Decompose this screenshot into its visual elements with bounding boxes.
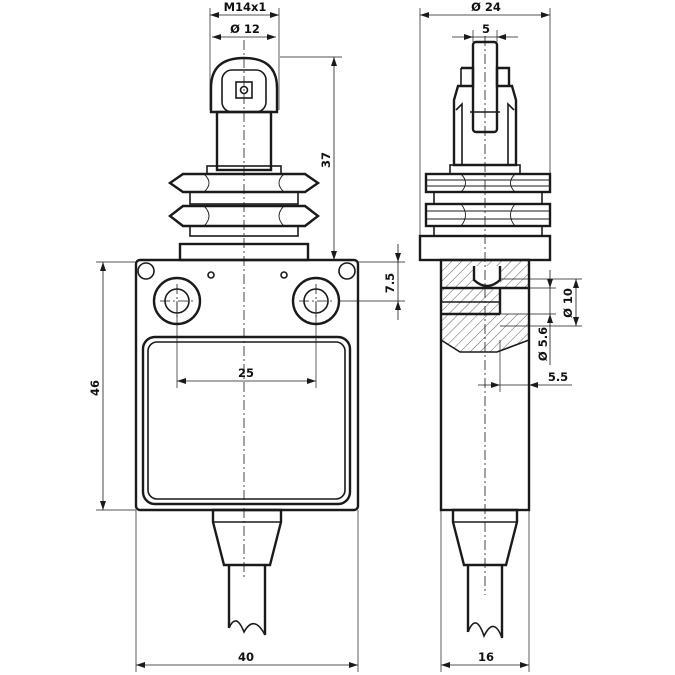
dimension-lines <box>96 8 582 672</box>
cable-front <box>211 508 283 636</box>
dim-roller-width: 5 <box>482 22 490 36</box>
dim-counterbore-diameter: Ø 10 <box>561 288 575 318</box>
dim-body-width: 40 <box>238 650 254 664</box>
dim-hole-diameter: Ø 5.6 <box>536 327 550 361</box>
dim-actuator-height: 37 <box>319 152 333 168</box>
dim-nut-diameter: Ø 24 <box>471 0 501 14</box>
dim-body-depth: 16 <box>478 650 494 664</box>
cable-side <box>451 508 519 639</box>
front-view <box>134 40 360 636</box>
dim-hole-spacing: 25 <box>238 366 254 380</box>
lower-nut-front <box>168 204 320 228</box>
dim-plunger-diameter: Ø 12 <box>230 22 260 36</box>
dim-thread: M14x1 <box>224 0 267 14</box>
side-view <box>418 36 552 639</box>
switch-body-front <box>134 258 360 512</box>
dim-hole-depth: 5.5 <box>548 370 568 384</box>
nuts-side <box>424 164 552 237</box>
dimension-labels: M14x1 Ø 12 37 46 25 7.5 40 Ø 24 5 Ø 10 Ø… <box>88 0 575 664</box>
dim-hole-offset: 7.5 <box>383 273 397 293</box>
dim-body-height: 46 <box>88 380 102 396</box>
